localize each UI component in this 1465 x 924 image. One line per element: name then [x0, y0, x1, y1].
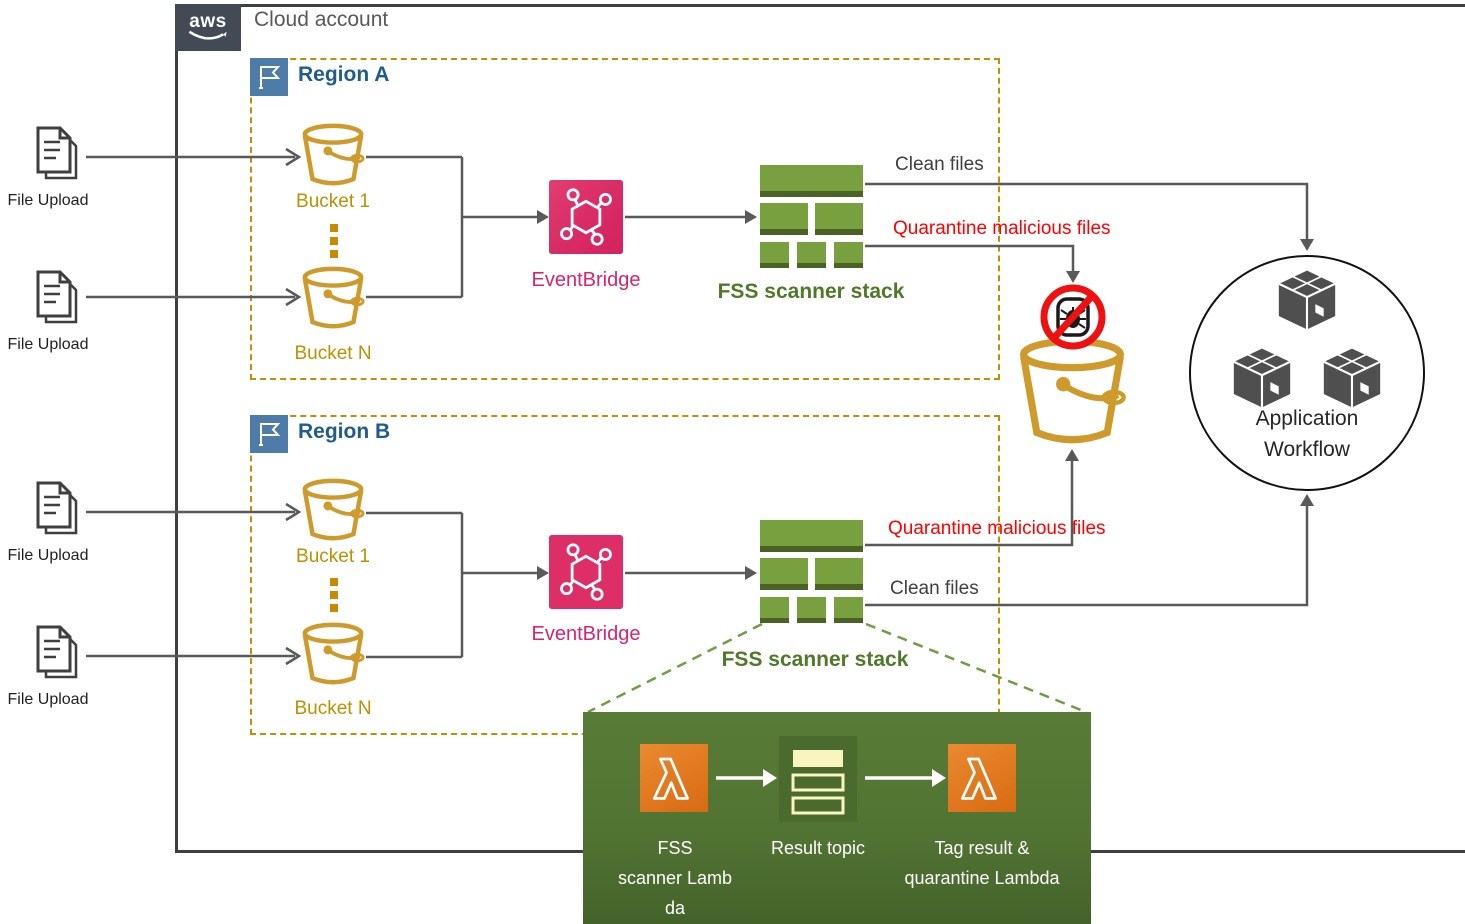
arrowhead — [537, 210, 549, 224]
clean-files-label: Clean files — [890, 578, 979, 599]
region-b-label: Region B — [298, 420, 391, 443]
bucket-n-label: Bucket N — [294, 343, 372, 364]
bucket-icon — [301, 622, 365, 688]
workflow-package-icon — [1227, 346, 1297, 410]
bucket-1-label: Bucket 1 — [296, 546, 370, 567]
file-upload-icon — [28, 479, 80, 537]
aws-smile-icon — [188, 30, 227, 40]
file-upload-label: File Upload — [7, 691, 89, 708]
application-workflow-line2: Workflow — [1264, 438, 1350, 461]
fss-stack-detail-panel: FSS scanner Lamb da Result topic Tag res… — [583, 712, 1091, 924]
eventbridge-label: EventBridge — [531, 623, 641, 645]
chevron-arrowhead — [285, 502, 302, 522]
fss-scanner-stack-label: FSS scanner stack — [721, 648, 909, 671]
application-workflow-label: Application Workflow — [1189, 403, 1425, 465]
bucket-1-label: Bucket 1 — [296, 191, 370, 212]
region-a-flag-icon — [250, 58, 288, 96]
fss-scanner-stack-label: FSS scanner stack — [717, 280, 905, 303]
lambda1-label: FSS scanner Lamb da — [575, 833, 775, 923]
arrowhead — [745, 566, 757, 580]
arrowhead — [745, 210, 757, 224]
fss-scanner-stack-icon — [760, 165, 863, 268]
chevron-arrowhead — [285, 646, 302, 666]
eventbridge-icon — [549, 535, 623, 609]
clean-files-label: Clean files — [895, 154, 984, 175]
file-upload-icon — [28, 268, 80, 326]
lambda2-label: Tag result & quarantine Lambda — [872, 833, 1092, 893]
clean-files-line-b — [865, 506, 1309, 607]
file-upload-label: File Upload — [7, 336, 89, 353]
region-b-flag-icon — [250, 415, 288, 453]
aws-logo-icon: aws — [175, 4, 241, 51]
ellipsis-icon — [330, 224, 338, 258]
file-upload-icon — [28, 124, 80, 182]
bucket-icon — [301, 478, 365, 544]
lambda1-label-line3: da — [664, 898, 686, 918]
lambda2-label-line2: quarantine Lambda — [904, 868, 1060, 888]
detail-expand-dashed-line — [587, 622, 763, 714]
aws-logo-text: aws — [189, 11, 227, 32]
arrowhead-up — [1300, 494, 1314, 506]
file-upload-label: File Upload — [7, 192, 89, 209]
cloud-account-title: Cloud account — [254, 8, 389, 31]
region-a-label: Region A — [298, 63, 390, 86]
eventbridge-label: EventBridge — [531, 269, 641, 291]
detail-expand-dashed-line — [865, 622, 1087, 714]
region-a-box — [250, 58, 1000, 380]
lambda-icon — [948, 744, 1016, 812]
quarantine-line-b — [865, 460, 1074, 547]
workflow-package-icon — [1272, 268, 1342, 332]
bucket-icon — [301, 123, 365, 189]
result-topic-label: Result topic — [770, 838, 866, 858]
lambda2-label-line1: Tag result & — [934, 838, 1030, 858]
result-topic-icon — [779, 736, 857, 822]
file-upload-label: File Upload — [7, 547, 89, 564]
application-workflow-line1: Application — [1255, 407, 1359, 430]
no-malware-icon — [1037, 281, 1109, 353]
clean-files-line-a — [865, 182, 1309, 240]
quarantine-label: Quarantine malicious files — [893, 218, 1111, 239]
ellipsis-icon — [330, 578, 338, 612]
quarantine-line-a — [865, 244, 1075, 272]
bucket-icon — [301, 266, 365, 332]
quarantine-label: Quarantine malicious files — [888, 518, 1106, 539]
bucket-merge-bracket — [366, 155, 540, 299]
lambda1-label-line1: FSS — [657, 838, 693, 858]
arrowhead-down — [1300, 239, 1314, 251]
file-upload-icon — [28, 623, 80, 681]
arrowhead-up — [1065, 449, 1079, 461]
panel-arrows — [716, 769, 946, 787]
lambda-icon — [640, 744, 708, 812]
chevron-arrowhead — [285, 147, 302, 167]
fss-scanner-stack-icon — [760, 520, 863, 623]
arrowhead — [537, 566, 549, 580]
workflow-package-icon — [1317, 346, 1387, 410]
chevron-arrowhead — [285, 287, 302, 307]
eventbridge-icon — [549, 180, 623, 254]
bucket-n-label: Bucket N — [294, 698, 372, 719]
lambda1-label-line2: scanner Lamb — [617, 868, 733, 888]
arrowhead-down — [1066, 271, 1080, 283]
bucket-merge-bracket — [366, 511, 540, 659]
